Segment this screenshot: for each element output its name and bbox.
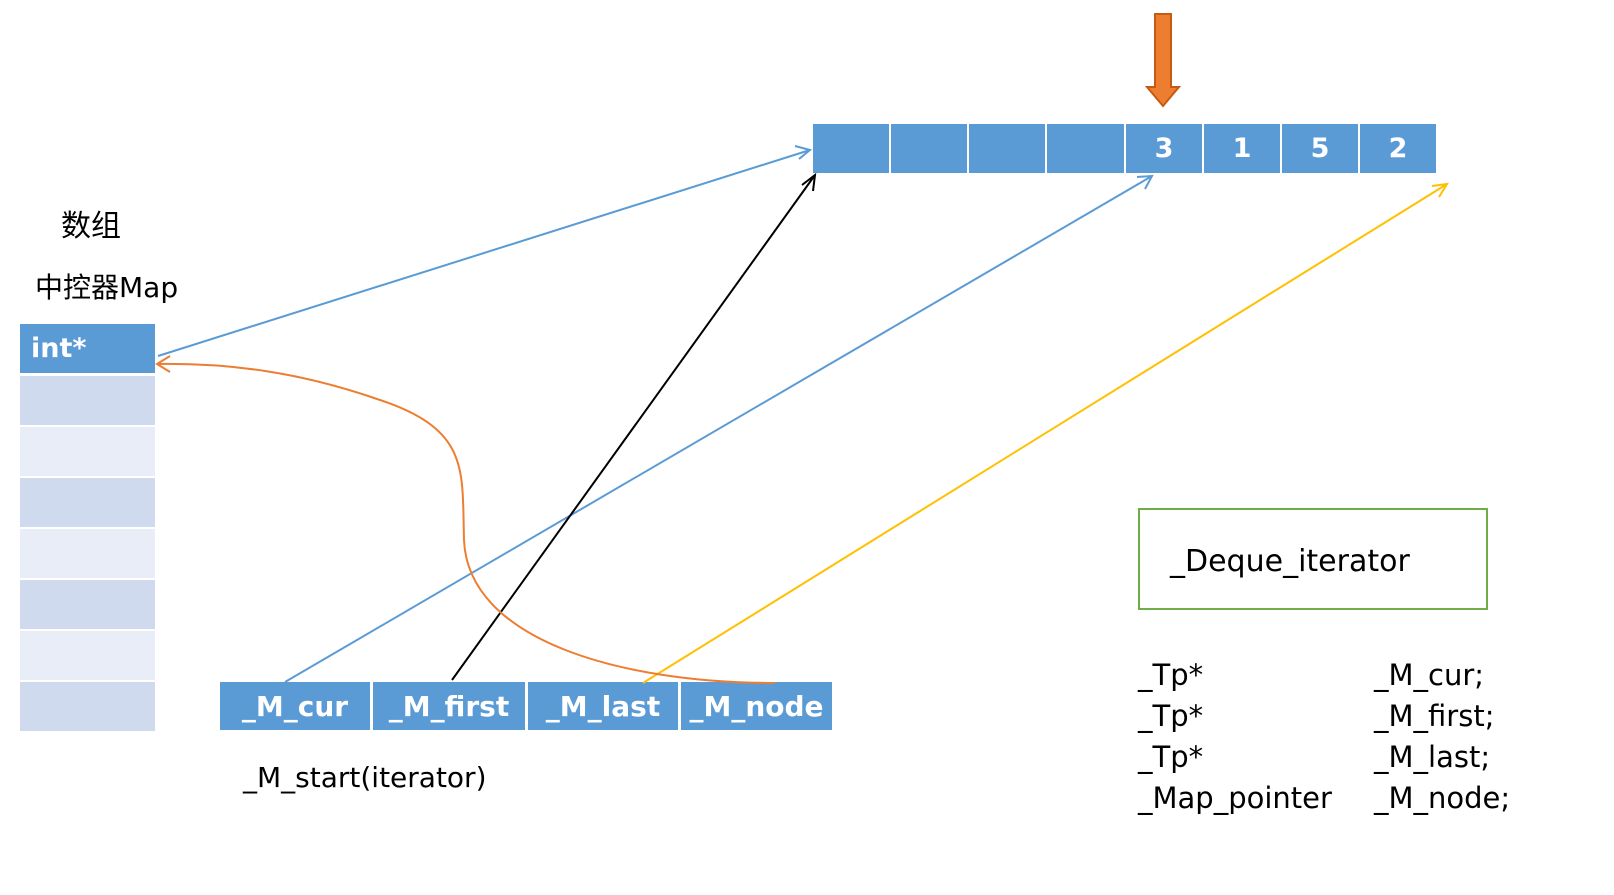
buffer-cell: 1 [1204, 124, 1280, 173]
buffer-cell: 2 [1360, 124, 1436, 173]
buffer-cell [1047, 124, 1124, 173]
iterator-field-node: _M_node [681, 682, 832, 730]
map-slot [20, 478, 155, 527]
declaration-type: _Map_pointer [1138, 781, 1332, 815]
iterator-field-cur: _M_cur [220, 682, 370, 730]
map-slot [20, 682, 155, 731]
cur-to-current-element-arrow [284, 174, 1154, 683]
declaration-name: _M_node; [1374, 781, 1511, 815]
start-iterator-label: _M_start(iterator) [243, 761, 487, 794]
deque-iterator-box: _Deque_iterator [1138, 508, 1488, 610]
orange-down-arrow-icon [1144, 13, 1182, 108]
buffer-cell [969, 124, 1045, 173]
map-slot [20, 529, 155, 578]
buffer-cell [813, 124, 889, 173]
declaration-name: _M_cur; [1374, 658, 1485, 692]
buffer-cell: 5 [1282, 124, 1358, 173]
iterator-field-last: _M_last [528, 682, 678, 730]
map-slot [20, 631, 155, 680]
buffer-cell: 3 [1126, 124, 1202, 173]
array-label: 数组 [61, 209, 121, 244]
declaration-type: _Tp* [1138, 699, 1204, 733]
first-to-buffer-start-arrow [451, 172, 817, 681]
map-slot [20, 376, 155, 425]
map-slot [20, 427, 155, 476]
declaration-type: _Tp* [1138, 658, 1204, 692]
declaration-name: _M_last; [1374, 740, 1491, 774]
declaration-type: _Tp* [1138, 740, 1204, 774]
last-to-buffer-end-arrow [642, 182, 1449, 684]
map-slot-to-buffer-arrow [157, 145, 813, 357]
declaration-name: _M_first; [1374, 699, 1495, 733]
iterator-field-first: _M_first [373, 682, 525, 730]
map-label: 中控器Map [35, 271, 179, 304]
map-slot-head: int* [20, 324, 155, 373]
buffer-cell [891, 124, 967, 173]
deque-iterator-title: _Deque_iterator [1170, 544, 1410, 579]
map-slot [20, 580, 155, 629]
node-to-map-slot-arrow [155, 355, 776, 684]
